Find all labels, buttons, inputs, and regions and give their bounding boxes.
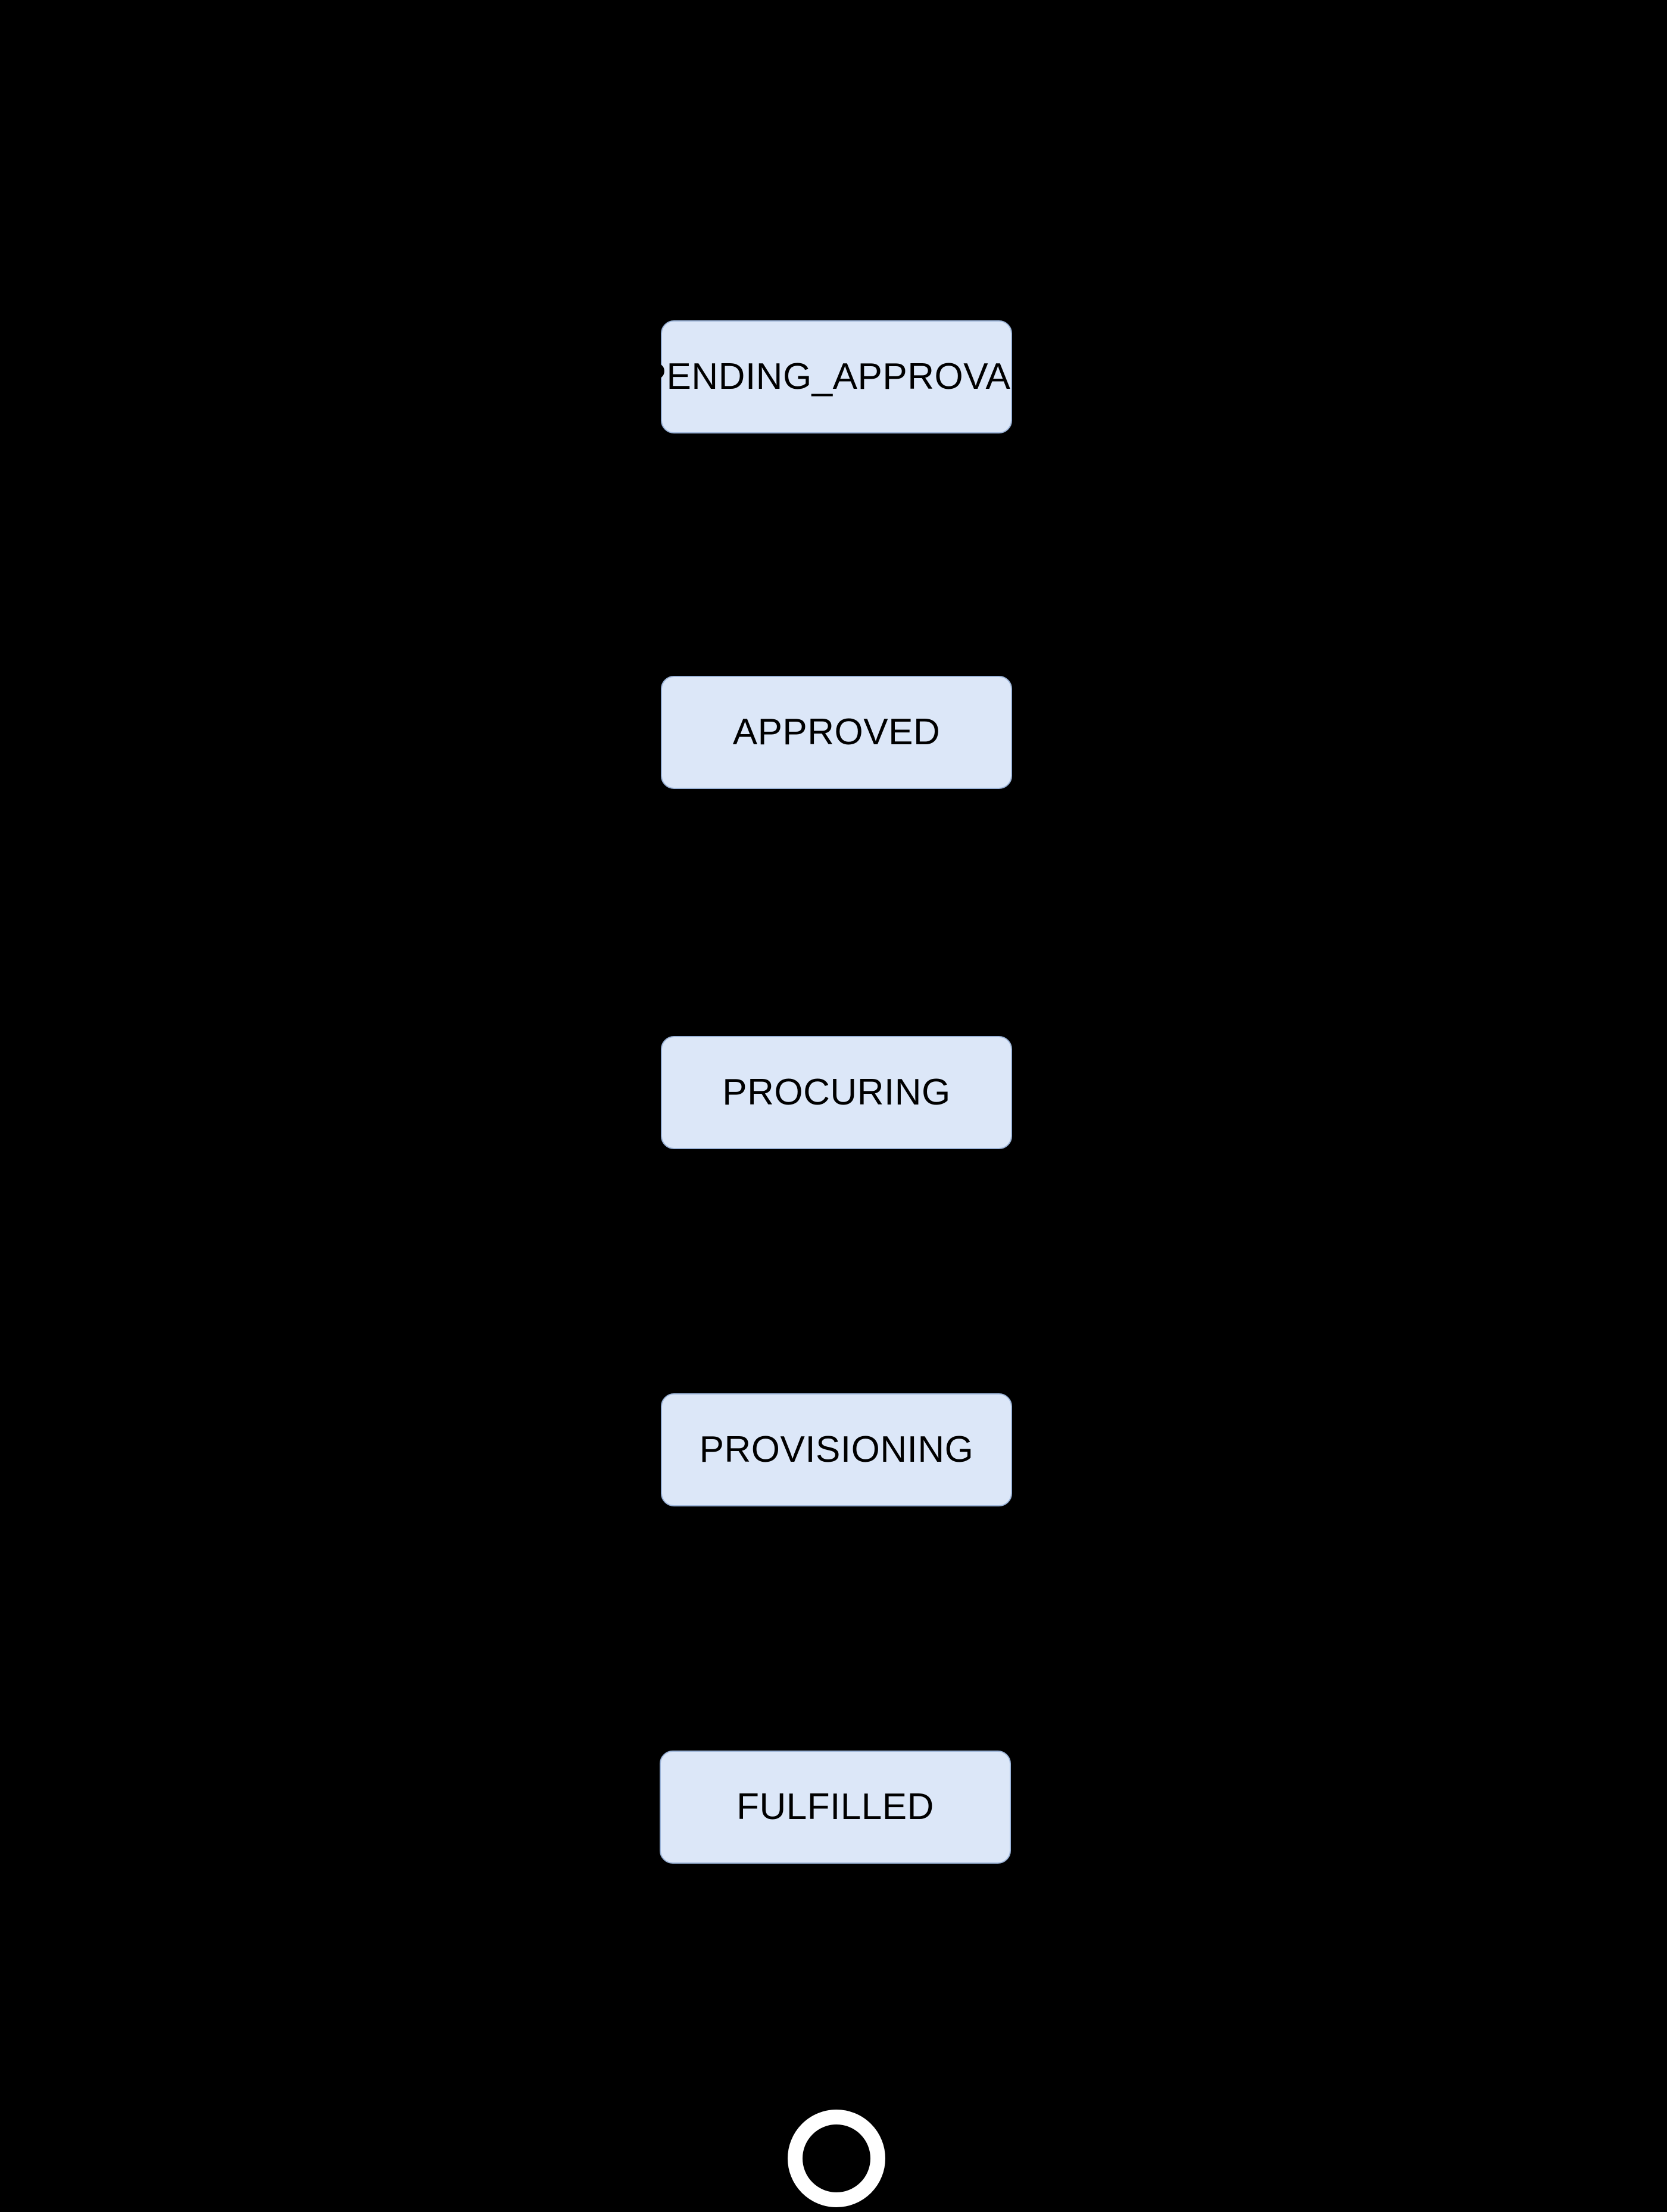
node-label-pending-approval: PENDING_APPROVAL	[641, 356, 1032, 397]
node-fulfilled[interactable]: FULFILLED	[660, 1751, 1011, 1864]
node-pending-approval[interactable]: PENDING_APPROVAL	[642, 320, 1031, 433]
node-procuring[interactable]: PROCURING	[661, 1036, 1012, 1149]
node-approved[interactable]: APPROVED	[661, 676, 1012, 789]
edge-provisioning-to-fulfilled	[834, 1506, 838, 1751]
node-label-provisioning: PROVISIONING	[699, 1429, 974, 1470]
end-state-ring[interactable]	[788, 2110, 885, 2207]
edge-fulfilled-to-end-state	[834, 1863, 838, 2110]
node-label-fulfilled: FULFILLED	[736, 1786, 934, 1827]
node-label-procuring: PROCURING	[722, 1072, 951, 1113]
node-provisioning[interactable]: PROVISIONING	[661, 1393, 1012, 1506]
node-label-approved: APPROVED	[732, 712, 941, 753]
